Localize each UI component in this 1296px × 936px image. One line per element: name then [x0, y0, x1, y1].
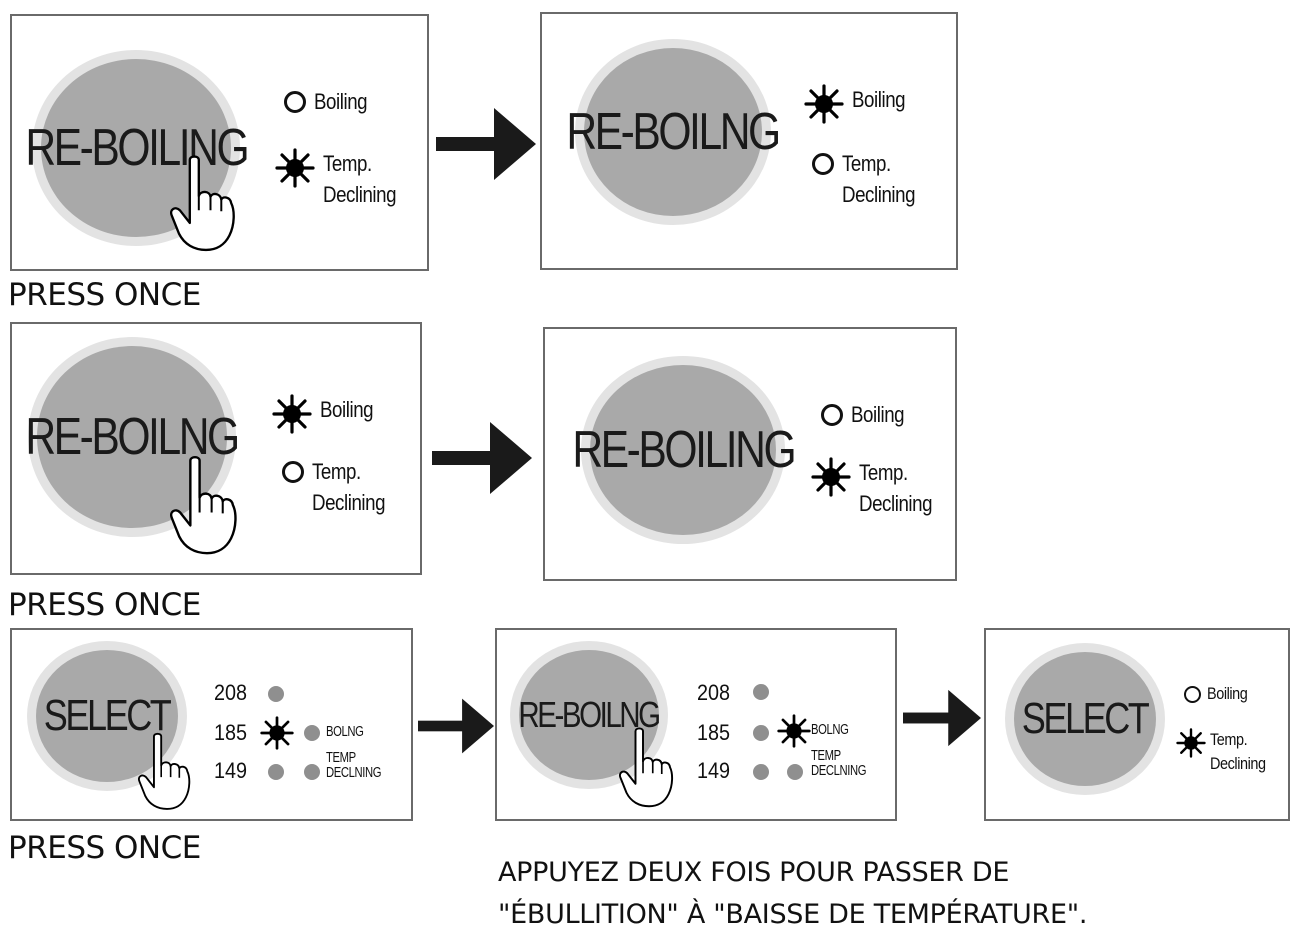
temp-149-light-off: [753, 764, 769, 780]
instruction-line-1: APPUYEZ DEUX FOIS POUR PASSER DE: [498, 857, 1010, 888]
temp-declining-light-off: [304, 764, 320, 780]
temp-208-label: 208: [214, 680, 248, 705]
row3-result-panel: SELECT Boiling Temp.Declining: [984, 628, 1290, 821]
row2-before-panel: RE-BOILNG Boiling Temp.Declining: [10, 322, 422, 575]
row1-after-panel: RE-BOILNG Boiling Temp.Declining: [540, 12, 958, 270]
temp-declining-indicator-on: Temp.Declining: [1176, 728, 1275, 776]
boiling-indicator-off: Boiling: [821, 399, 914, 430]
light-off-icon: [821, 404, 843, 426]
light-on-icon: [275, 148, 315, 188]
temp-208-light-off: [753, 684, 769, 700]
boiling-label: Boiling: [852, 87, 906, 112]
instruction-note: APPUYEZ DEUX FOIS POUR PASSER DE "ÉBULLI…: [498, 852, 1087, 936]
temp-declining-indicator-on: Temp.Declining: [811, 457, 945, 519]
temp-declining-label: Temp.Declining: [1210, 730, 1266, 773]
boiling-label: Boiling: [320, 397, 374, 422]
temp-149-light-off: [268, 764, 284, 780]
light-on-icon: [811, 457, 851, 497]
temp-declining-label: Temp.Declining: [859, 460, 933, 516]
light-on-icon: [260, 716, 294, 750]
temp-185-label: 185: [214, 720, 248, 745]
reboiling-button-label: RE-BOILING: [572, 421, 796, 479]
reboiling-button[interactable]: RE-BOILNG: [567, 48, 782, 216]
light-on-icon: [272, 394, 312, 434]
press-once-caption: PRESS ONCE: [8, 277, 201, 313]
reboiling-button-label: RE-BOILNG: [566, 103, 782, 161]
pressing-hand-icon: [170, 148, 242, 260]
light-off-icon: [812, 153, 834, 175]
boiling-indicator-on: Boiling: [272, 394, 383, 434]
arrow-right-icon: [432, 418, 532, 498]
temp-declining-indicator-off: Temp.Declining: [282, 456, 398, 518]
temp-149-label: 149: [214, 758, 248, 783]
boiling-label: Boiling: [314, 89, 368, 114]
temp-declining-label: Temp.Declining: [323, 151, 397, 207]
arrow-right-icon: [418, 694, 494, 758]
select-button[interactable]: SELECT: [1014, 652, 1156, 786]
temp-185-light-off: [753, 725, 769, 741]
boiling-indicator-off: Boiling: [284, 86, 377, 117]
boiling-small-label: BOLNG: [811, 721, 849, 738]
press-once-caption: PRESS ONCE: [8, 830, 201, 866]
boiling-light-off: [304, 725, 320, 741]
reboiling-button-label: RE-BOILING: [25, 119, 249, 177]
temp-declining-label: Temp.Declining: [842, 151, 916, 207]
reboiling-button-label: RE-BOILNG: [25, 408, 241, 466]
arrow-right-icon: [903, 686, 981, 750]
reboiling-button[interactable]: RE-BOILING: [25, 59, 249, 237]
pressing-hand-icon: [619, 722, 679, 814]
temp-208-label: 208: [697, 680, 731, 705]
temp-declining-indicator-on: Temp.Declining: [275, 148, 409, 210]
temp-declining-light-off: [787, 764, 803, 780]
pressing-hand-icon: [170, 450, 244, 562]
select-button-label: SELECT: [44, 691, 172, 740]
temp-185-label: 185: [697, 720, 731, 745]
pressing-hand-icon: [138, 728, 196, 816]
light-on-icon: [1176, 728, 1206, 758]
select-button-label: SELECT: [1022, 694, 1150, 743]
temp-149-label: 149: [697, 758, 731, 783]
instruction-line-2: "ÉBULLITION" À "BAISSE DE TEMPÉRATURE".: [498, 899, 1088, 930]
row2-after-panel: RE-BOILING Boiling Temp.Declining: [543, 327, 957, 581]
boiling-small-label: BOLNG: [326, 723, 364, 740]
press-once-caption: PRESS ONCE: [8, 587, 201, 623]
light-on-icon: [804, 84, 844, 124]
arrow-right-icon: [436, 104, 536, 184]
temp-declining-label: Temp.Declining: [312, 459, 386, 515]
light-off-icon: [284, 91, 306, 113]
boiling-label: Boiling: [851, 402, 905, 427]
light-off-icon: [1184, 686, 1201, 703]
temp-declining-indicator-off: Temp.Declining: [812, 148, 928, 210]
row1-before-panel: RE-BOILING Boiling Temp.Declining: [10, 14, 429, 271]
boiling-indicator-off: Boiling: [1184, 682, 1255, 706]
temp-208-light-off: [268, 686, 284, 702]
light-off-icon: [282, 461, 304, 483]
reboiling-button[interactable]: RE-BOILNG: [519, 650, 662, 780]
reboiling-button[interactable]: RE-BOILING: [572, 365, 796, 535]
boiling-label: Boiling: [1207, 684, 1248, 703]
light-on-icon: [777, 714, 811, 748]
boiling-indicator-on: Boiling: [804, 84, 915, 124]
